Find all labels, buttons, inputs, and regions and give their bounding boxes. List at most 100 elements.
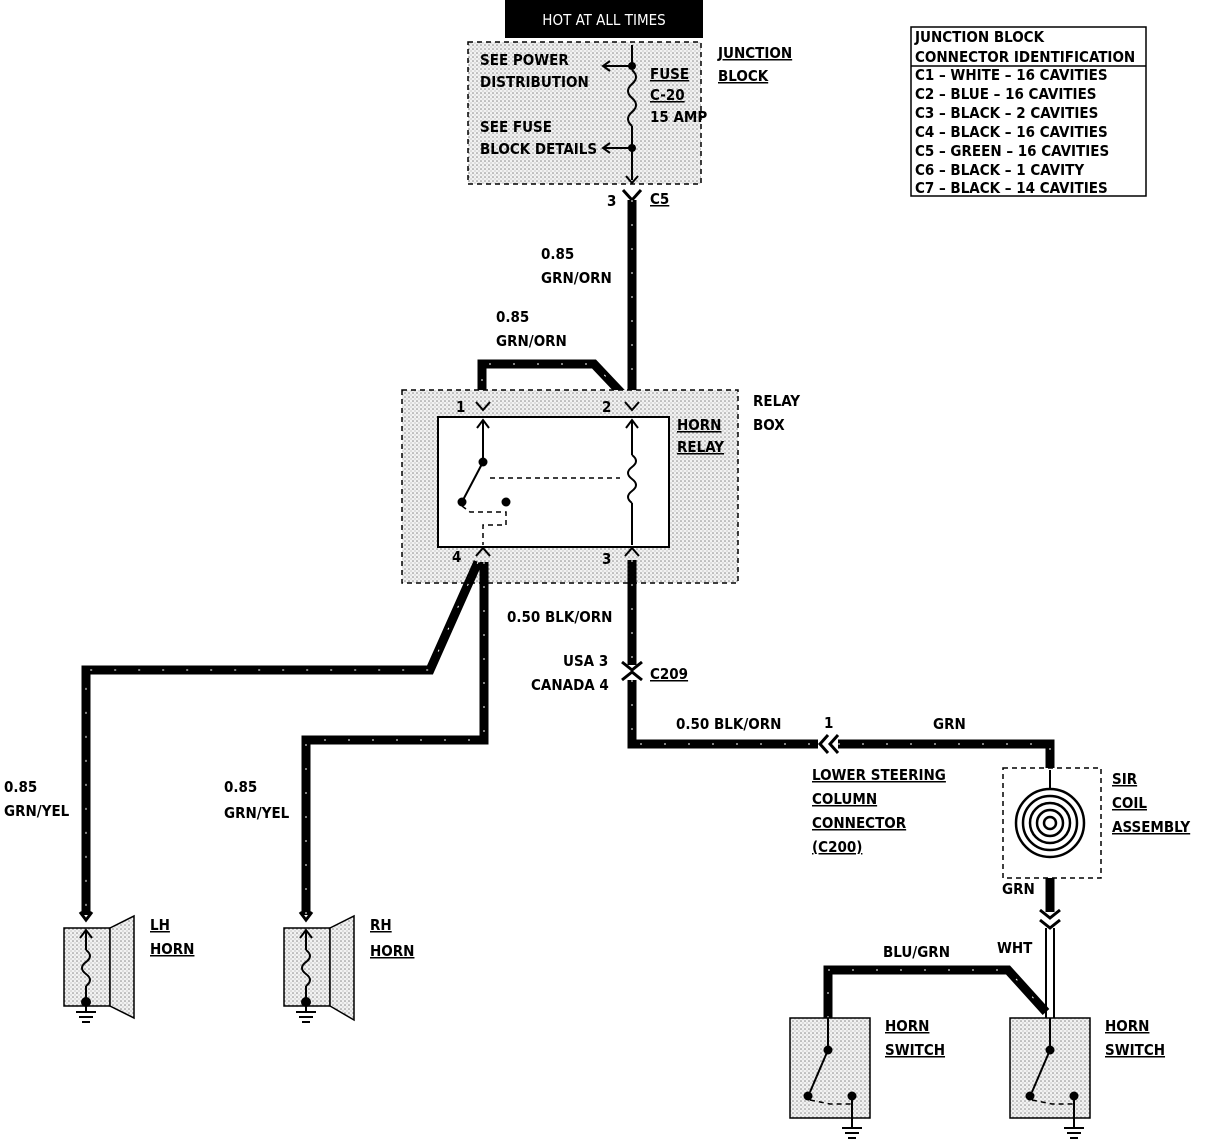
relay-box-title-2: BOX [753,416,785,434]
horn-bell-icon [329,914,355,1022]
c5-id: C5 [650,190,669,208]
relay-box: RELAY BOX HORN RELAY 1 2 3 4 [401,389,800,584]
horn-bell-icon [109,914,135,1020]
arrow-up-icon [476,418,490,429]
feed-gauge: 0.85 [541,245,574,263]
relay-coil-icon [627,454,637,504]
lh-horn-label-2: HORN [150,940,194,958]
blu-grn-label: BLU/GRN [883,943,950,961]
horn-relay-label-2: RELAY [677,438,724,456]
hot-label: HOT AT ALL TIMES [542,11,665,29]
connector-arrow-icon [475,546,491,557]
connector-arrow-icon [475,401,491,412]
see-power-label-2: DISTRIBUTION [480,73,589,91]
grn-bottom-label: GRN [1002,880,1035,898]
ground-icon [842,1127,862,1139]
junction-title-2: BLOCK [718,67,769,85]
horn-switch-right: HORN SWITCH [1009,1017,1165,1139]
c200-pin: 1 [824,714,833,732]
c200-label-1: LOWER STEERING [812,766,946,784]
lower-steering-column-connector: 1 LOWER STEERING COLUMN CONNECTOR (C200) [812,714,946,856]
rh-horn-label-2: HORN [370,942,414,960]
c200-label-3: CONNECTOR [812,814,907,832]
relay-out-wire-label: 0.50 BLK/ORN [507,608,612,626]
jumper-wire: 0.85 GRN/ORN [477,308,632,405]
fuse-icon [627,69,637,127]
rh-horn-wire: 0.85 GRN/YEL [224,562,489,915]
legend-item: C5 – GREEN – 16 CAVITIES [915,142,1109,160]
switch-right-label-2: SWITCH [1105,1041,1165,1059]
sir-label-3: ASSEMBLY [1112,818,1190,836]
legend-item: C4 – BLACK – 16 CAVITIES [915,123,1108,141]
legend-item: C6 – BLACK – 1 CAVITY [915,161,1084,179]
rh-horn: RH HORN [283,911,414,1023]
lh-horn-wire: 0.85 GRN/YEL [4,560,483,915]
sir-coil-assembly: SIR COIL ASSEMBLY [1002,767,1190,879]
fuse-label: FUSE [650,65,689,83]
fuse-id: C-20 [650,86,685,104]
c209-id: C209 [650,665,688,683]
c200-label-4: (C200) [812,838,862,856]
grn-wire: GRN [838,715,1055,770]
connector-c5: 3 C5 [607,188,669,210]
see-power-label-1: SEE POWER [480,51,569,69]
c209-usa: USA 3 [563,652,608,670]
horn-coil-icon [301,949,311,987]
rh-gauge: 0.85 [224,778,257,796]
column-wire-label: 0.50 BLK/ORN [676,715,781,733]
horn-relay [437,416,670,548]
switch-left-label-1: HORN [885,1017,929,1035]
ground-icon [76,1011,96,1023]
grn-wire-lower: GRN [1002,878,1061,930]
legend-title-2: CONNECTOR IDENTIFICATION [915,48,1135,66]
connector-c209: USA 3 CANADA 4 C209 [531,652,688,694]
column-wire: 0.50 BLK/ORN [627,680,818,749]
horn-switch-left: HORN SWITCH [789,1017,945,1139]
jumper-gauge: 0.85 [496,308,529,326]
sir-label-1: SIR [1112,770,1138,788]
legend-title-1: JUNCTION BLOCK [914,28,1045,46]
arrow-left-icon [601,142,611,154]
hot-at-all-times-banner: HOT AT ALL TIMES [505,0,703,38]
feed-wire: 0.85 GRN/ORN [541,200,637,405]
lh-horn: LH HORN [63,911,194,1023]
horn-coil-icon [81,949,91,987]
switch-contact [1031,1049,1051,1093]
relay-pin-4: 4 [452,548,461,566]
wht-label: WHT [997,939,1033,957]
relay-pin-1: 1 [456,398,465,416]
connector-arrow-icon [624,546,640,557]
relay-pin-2: 2 [602,398,611,416]
junction-block: SEE POWER DISTRIBUTION SEE FUSE BLOCK DE… [467,41,792,185]
feed-color: GRN/ORN [541,269,612,287]
grn-top-label: GRN [933,715,966,733]
lh-horn-label-1: LH [150,916,170,934]
legend-item: C3 – BLACK – 2 CAVITIES [915,104,1098,122]
legend-item: C1 – WHITE – 16 CAVITIES [915,66,1108,84]
switch-right-label-1: HORN [1105,1017,1149,1035]
legend-item: C2 – BLUE – 16 CAVITIES [915,85,1097,103]
rh-horn-label-1: RH [370,916,392,934]
connector-arrow-icon [624,401,640,412]
switch-contact [809,1049,829,1093]
lh-color: GRN/YEL [4,802,70,820]
relay-pin-3: 3 [602,550,611,568]
relay-output-wire: 0.50 BLK/ORN [507,560,637,665]
see-fuse-label-2: BLOCK DETAILS [480,140,597,158]
ground-icon [296,1011,316,1023]
legend-item: C7 – BLACK – 14 CAVITIES [915,179,1108,197]
relay-contact [462,461,484,501]
clockspring-coil-icon [1014,770,1086,859]
c209-canada: CANADA 4 [531,676,609,694]
ground-icon [1064,1127,1084,1139]
blu-grn-wire: BLU/GRN [823,943,1050,1018]
c5-pin: 3 [607,192,616,210]
arrow-left-icon [601,60,611,72]
rh-color: GRN/YEL [224,804,290,822]
wht-wire: WHT [997,928,1055,1020]
sir-label-2: COIL [1112,794,1147,812]
jumper-color: GRN/ORN [496,332,567,350]
relay-box-title-1: RELAY [753,392,800,410]
connector-legend: JUNCTION BLOCK CONNECTOR IDENTIFICATION … [910,26,1147,197]
